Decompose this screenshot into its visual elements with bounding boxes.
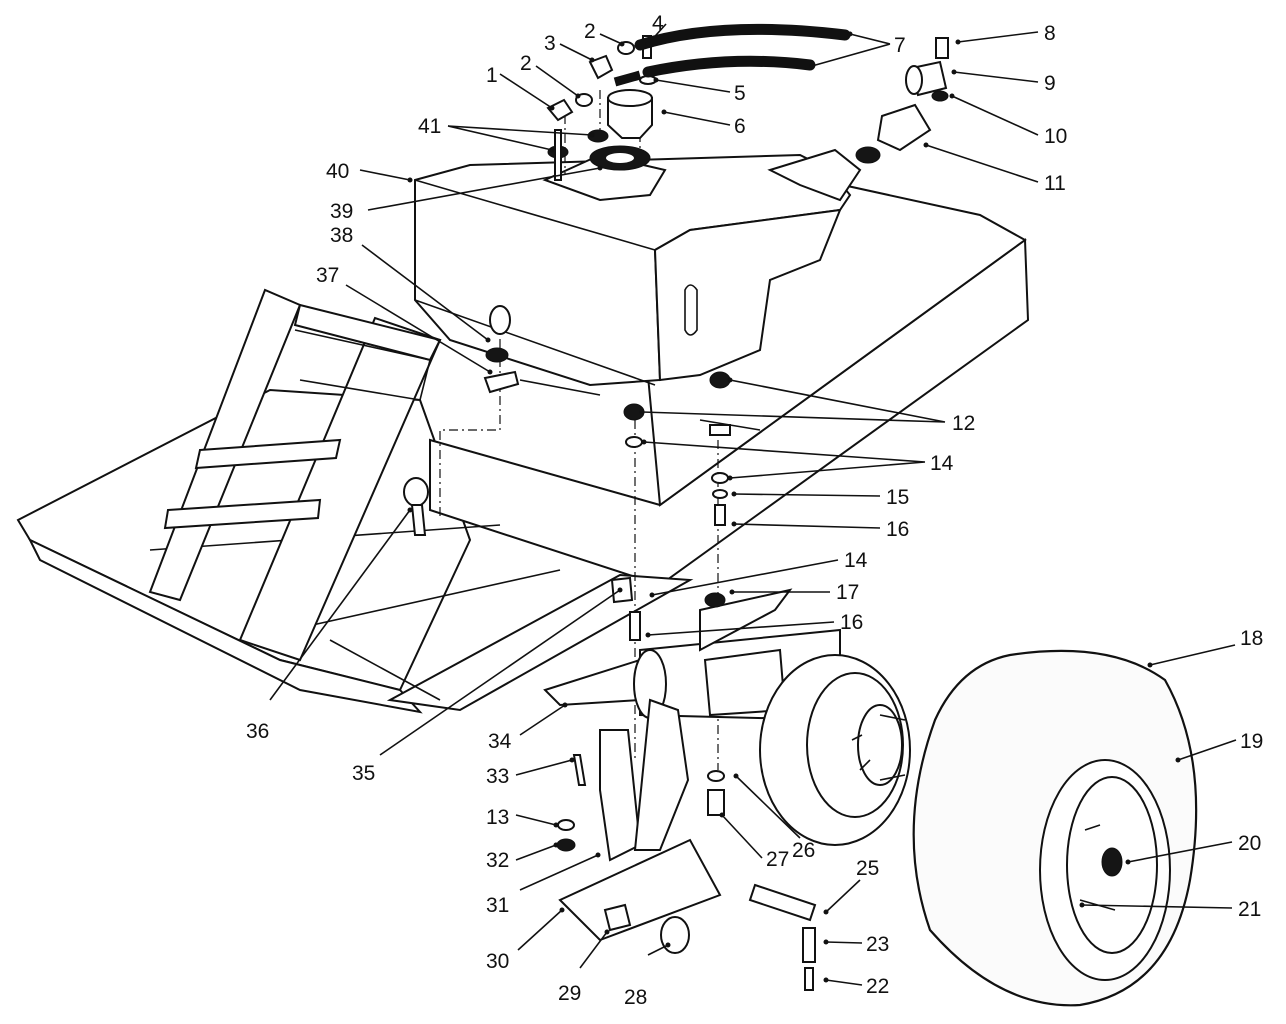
callout-3: 3 [544, 32, 556, 55]
callout-14: 14 [930, 452, 954, 475]
callout-2: 2 [520, 52, 532, 75]
callout-19: 19 [1240, 730, 1263, 753]
callout-41: 41 [418, 115, 441, 138]
callout-39: 39 [330, 200, 353, 223]
callout-35: 35 [352, 762, 375, 785]
tank-mount-hardware [403, 305, 731, 536]
callout-13: 13 [486, 806, 509, 829]
callout-2: 2 [584, 20, 596, 43]
callout-27: 27 [766, 848, 789, 871]
callout-25: 25 [856, 857, 879, 880]
callout-23: 23 [866, 933, 889, 956]
callout-4: 4 [652, 12, 664, 35]
callout-11: 11 [1044, 172, 1066, 195]
leader-lines [269, 23, 1237, 986]
callout-16: 16 [840, 611, 863, 634]
filler-cap-assembly [855, 37, 949, 164]
callout-29: 29 [558, 982, 581, 1005]
callout-33: 33 [486, 765, 509, 788]
callout-labels: 1 2 2 3 4 5 6 7 8 9 10 11 12 14 15 16 14… [246, 12, 1263, 1009]
callout-38: 38 [330, 224, 353, 247]
callout-18: 18 [1240, 627, 1263, 650]
callout-30: 30 [486, 950, 509, 973]
callout-40: 40 [326, 160, 349, 183]
fuel-fittings [546, 23, 851, 181]
callout-37: 37 [316, 264, 339, 287]
callout-10: 10 [1044, 125, 1067, 148]
callout-22: 22 [866, 975, 889, 998]
callout-28: 28 [624, 986, 647, 1009]
callout-12: 12 [952, 412, 975, 435]
callout-26: 26 [792, 839, 815, 862]
callout-20: 20 [1238, 832, 1261, 855]
callout-32: 32 [486, 849, 509, 872]
callout-14: 14 [844, 549, 868, 572]
callout-34: 34 [488, 730, 512, 753]
callout-17: 17 [836, 581, 859, 604]
callout-16: 16 [886, 518, 909, 541]
fuel-tank [414, 145, 862, 387]
callout-36: 36 [246, 720, 269, 743]
callout-5: 5 [734, 82, 746, 105]
callout-31: 31 [486, 894, 509, 917]
callout-9: 9 [1044, 72, 1056, 95]
axle-assembly [543, 576, 911, 991]
callout-7: 7 [894, 34, 906, 57]
wheel-assembly [912, 649, 1198, 1007]
callout-8: 8 [1044, 22, 1056, 45]
callout-15: 15 [886, 486, 909, 509]
callout-1: 1 [486, 64, 498, 87]
callout-6: 6 [734, 115, 746, 138]
callout-21: 21 [1238, 898, 1261, 921]
